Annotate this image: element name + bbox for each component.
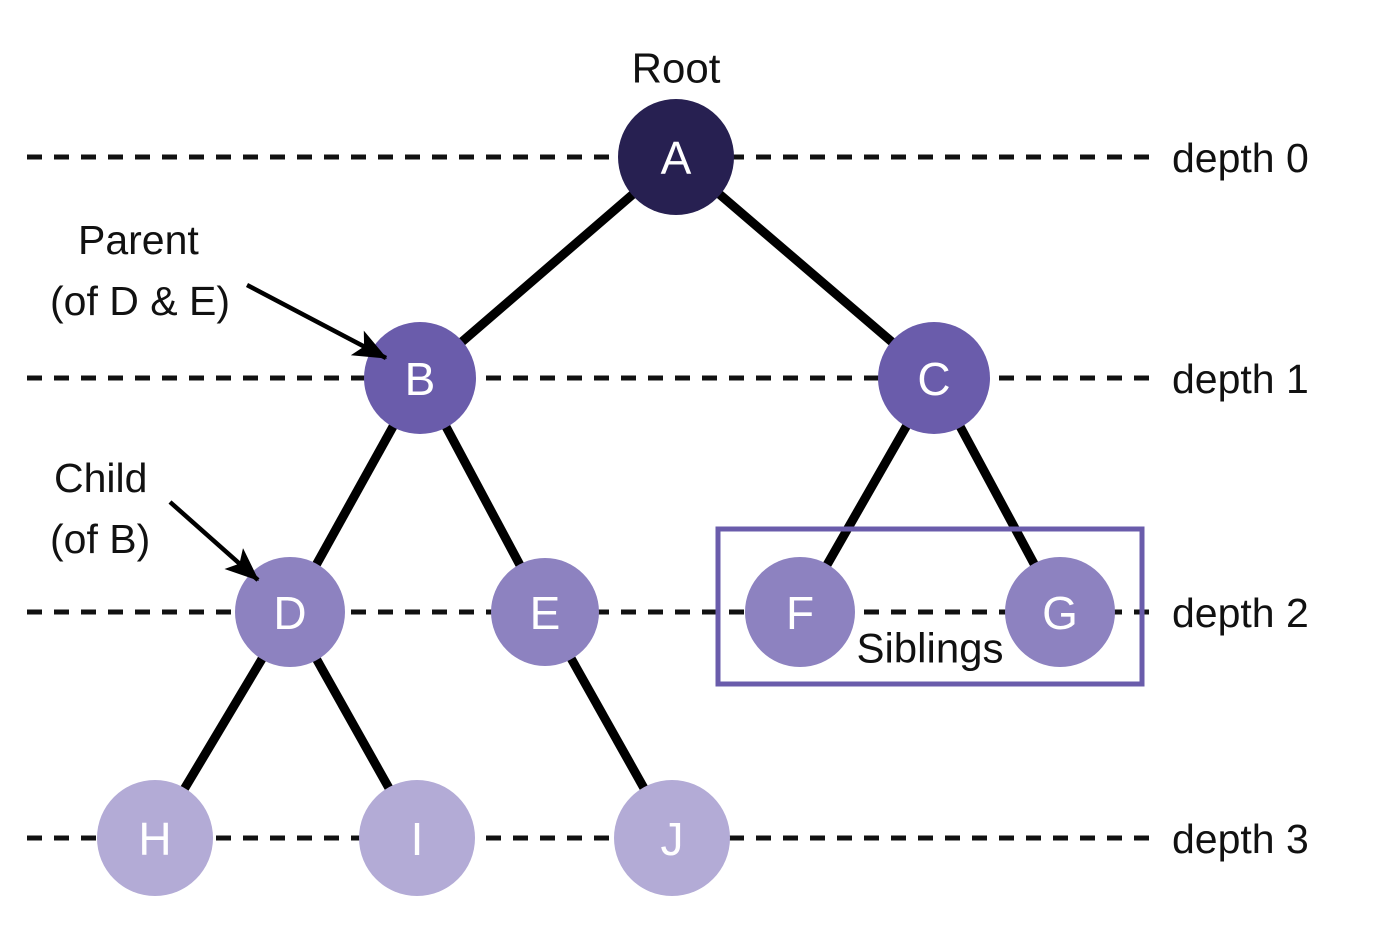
tree-edge-D-I bbox=[310, 652, 396, 795]
node-circle-d[interactable] bbox=[235, 557, 345, 667]
child-arrow-icon bbox=[168, 500, 260, 582]
node-circle-e[interactable] bbox=[491, 558, 599, 666]
node-circle-j[interactable] bbox=[614, 780, 730, 896]
node-circle-g[interactable] bbox=[1005, 557, 1115, 667]
parent-label-line2: (of D & E) bbox=[50, 278, 230, 324]
tree-edge-E-J bbox=[564, 651, 651, 795]
node-label-i: I bbox=[411, 813, 424, 865]
depth-label-2: depth 2 bbox=[1172, 590, 1309, 636]
tree-edge-B-E bbox=[439, 419, 527, 572]
depth-label-1: depth 1 bbox=[1172, 356, 1309, 402]
node-label-d: D bbox=[273, 587, 306, 639]
tree-node-a[interactable]: A bbox=[618, 99, 734, 215]
siblings-highlight-box bbox=[715, 526, 1145, 687]
node-circle-b[interactable] bbox=[364, 322, 476, 434]
tree-edge-D-H bbox=[177, 651, 269, 796]
tree-node-g[interactable]: G bbox=[1005, 557, 1115, 667]
node-circle-c[interactable] bbox=[878, 322, 990, 434]
tree-nodes: A B C D E F G H I J bbox=[97, 99, 1115, 896]
node-circle-h[interactable] bbox=[97, 780, 213, 896]
tree-node-e[interactable]: E bbox=[491, 558, 599, 666]
tree-node-h[interactable]: H bbox=[97, 780, 213, 896]
tree-edge-B-D bbox=[309, 419, 400, 572]
tree-node-b[interactable]: B bbox=[364, 322, 476, 434]
node-circle-f[interactable] bbox=[745, 557, 855, 667]
node-label-b: B bbox=[405, 353, 436, 405]
tree-edges bbox=[177, 187, 1041, 796]
child-label-line1: Child bbox=[54, 455, 147, 501]
tree-node-j[interactable]: J bbox=[614, 780, 730, 896]
node-circle-a[interactable] bbox=[618, 99, 734, 215]
tree-edge-A-C bbox=[712, 187, 899, 349]
node-label-c: C bbox=[917, 353, 950, 405]
siblings-label: Siblings bbox=[856, 625, 1003, 672]
tree-edge-C-G bbox=[953, 419, 1041, 571]
node-label-a: A bbox=[661, 132, 692, 184]
depth-label-0: depth 0 bbox=[1172, 135, 1309, 181]
parent-arrow-icon bbox=[245, 283, 388, 360]
node-circle-i[interactable] bbox=[359, 780, 475, 896]
tree-edge-A-B bbox=[454, 187, 640, 349]
node-label-g: G bbox=[1042, 587, 1078, 639]
depth-label-3: depth 3 bbox=[1172, 816, 1309, 862]
tree-node-i[interactable]: I bbox=[359, 780, 475, 896]
node-label-e: E bbox=[530, 587, 561, 639]
tree-edge-C-F bbox=[820, 419, 914, 572]
parent-label-line1: Parent bbox=[78, 217, 199, 263]
tree-node-d[interactable]: D bbox=[235, 557, 345, 667]
tree-node-f[interactable]: F bbox=[745, 557, 855, 667]
annotation-arrows bbox=[168, 283, 388, 582]
tree-node-c[interactable]: C bbox=[878, 322, 990, 434]
child-label-line2: (of B) bbox=[50, 516, 150, 562]
root-label: Root bbox=[632, 45, 721, 92]
node-label-f: F bbox=[786, 587, 814, 639]
node-label-j: J bbox=[661, 813, 684, 865]
depth-labels: depth 0 depth 1 depth 2 depth 3 bbox=[1172, 135, 1309, 862]
node-label-h: H bbox=[138, 813, 171, 865]
